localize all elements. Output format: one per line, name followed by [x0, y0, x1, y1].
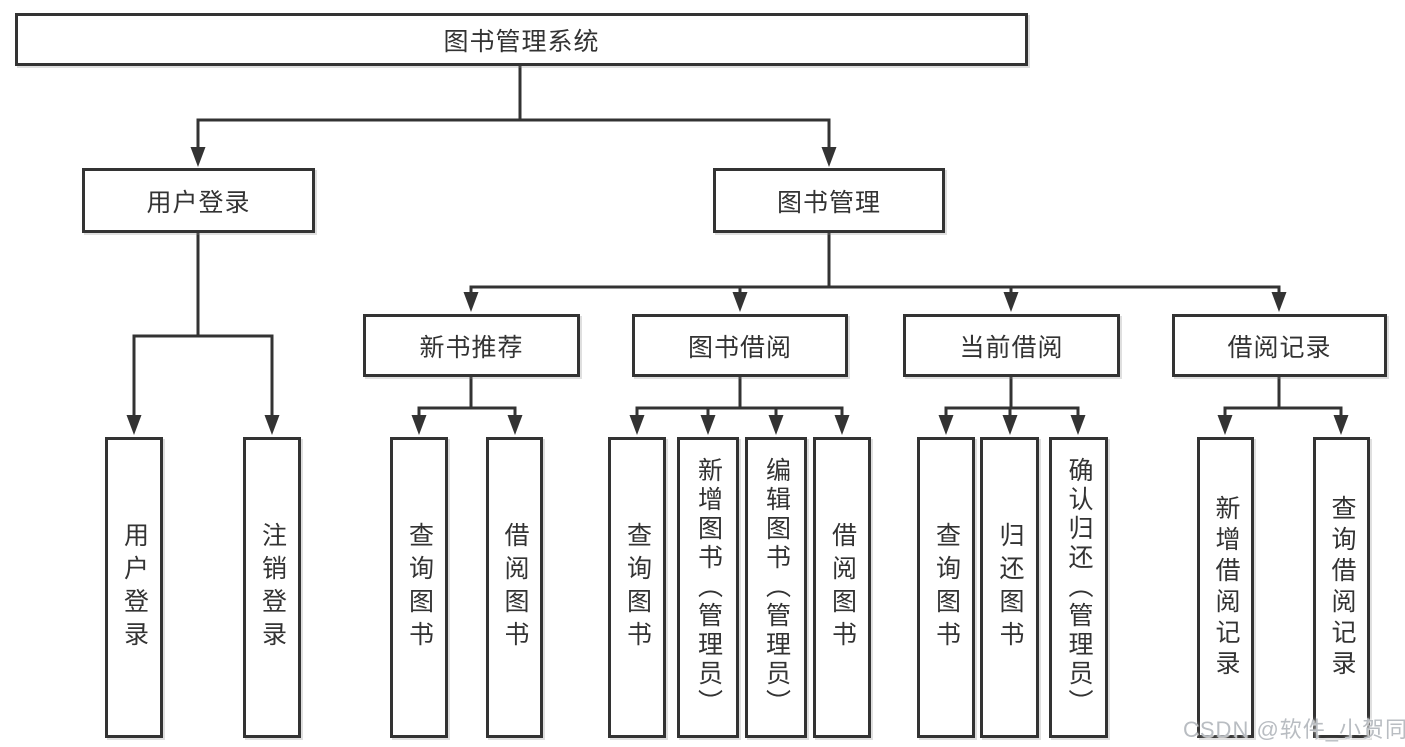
- node-current-borrow: 当前借阅: [903, 314, 1120, 377]
- node-root: 图书管理系统: [15, 13, 1028, 66]
- leaf-label: 查询图书: [405, 521, 434, 654]
- node-user-login: 用户登录: [82, 168, 315, 233]
- leaf-label: 查询图书: [932, 521, 961, 654]
- leaf-query-books-1: 查询图书: [390, 437, 448, 738]
- leaf-label: 借阅图书: [828, 521, 857, 654]
- leaf-label: 查询图书: [623, 521, 652, 654]
- leaf-label: 注销登录: [258, 521, 287, 654]
- leaf-add-books-admin: 新增图书（管理员）: [677, 437, 739, 738]
- leaf-borrow-books-1: 借阅图书: [486, 437, 543, 738]
- leaf-query-books-2: 查询图书: [608, 437, 666, 738]
- csdn-watermark: CSDN @软件_小贺同学: [1183, 717, 1405, 742]
- arrowheads: [126, 147, 1349, 435]
- node-book-management: 图书管理: [713, 168, 945, 233]
- leaf-borrow-books-2: 借阅图书: [813, 437, 871, 738]
- leaf-user-login: 用户登录: [105, 437, 163, 738]
- leaf-return-books: 归还图书: [980, 437, 1039, 738]
- leaf-label: 编辑图书（管理员）: [762, 457, 791, 718]
- leaf-label: 归还图书: [996, 521, 1024, 654]
- leaf-query-books-3: 查询图书: [917, 437, 975, 738]
- node-book-borrow: 图书借阅: [632, 314, 848, 377]
- leaf-label: 查询借阅记录: [1328, 494, 1356, 681]
- leaf-confirm-return-admin: 确认归还（管理员）: [1049, 437, 1108, 738]
- leaf-label: 用户登录: [120, 521, 149, 654]
- leaf-label: 新增借阅记录: [1212, 494, 1240, 681]
- leaf-query-borrow-record: 查询借阅记录: [1313, 437, 1370, 738]
- leaf-logout: 注销登录: [243, 437, 301, 738]
- node-new-book-recommend: 新书推荐: [363, 314, 580, 377]
- leaf-label: 新增图书（管理员）: [694, 457, 723, 718]
- leaf-add-borrow-record: 新增借阅记录: [1197, 437, 1254, 738]
- leaf-label: 借阅图书: [501, 521, 529, 654]
- leaf-edit-books-admin: 编辑图书（管理员）: [745, 437, 807, 738]
- node-borrow-record: 借阅记录: [1172, 314, 1387, 377]
- leaf-label: 确认归还（管理员）: [1065, 457, 1093, 718]
